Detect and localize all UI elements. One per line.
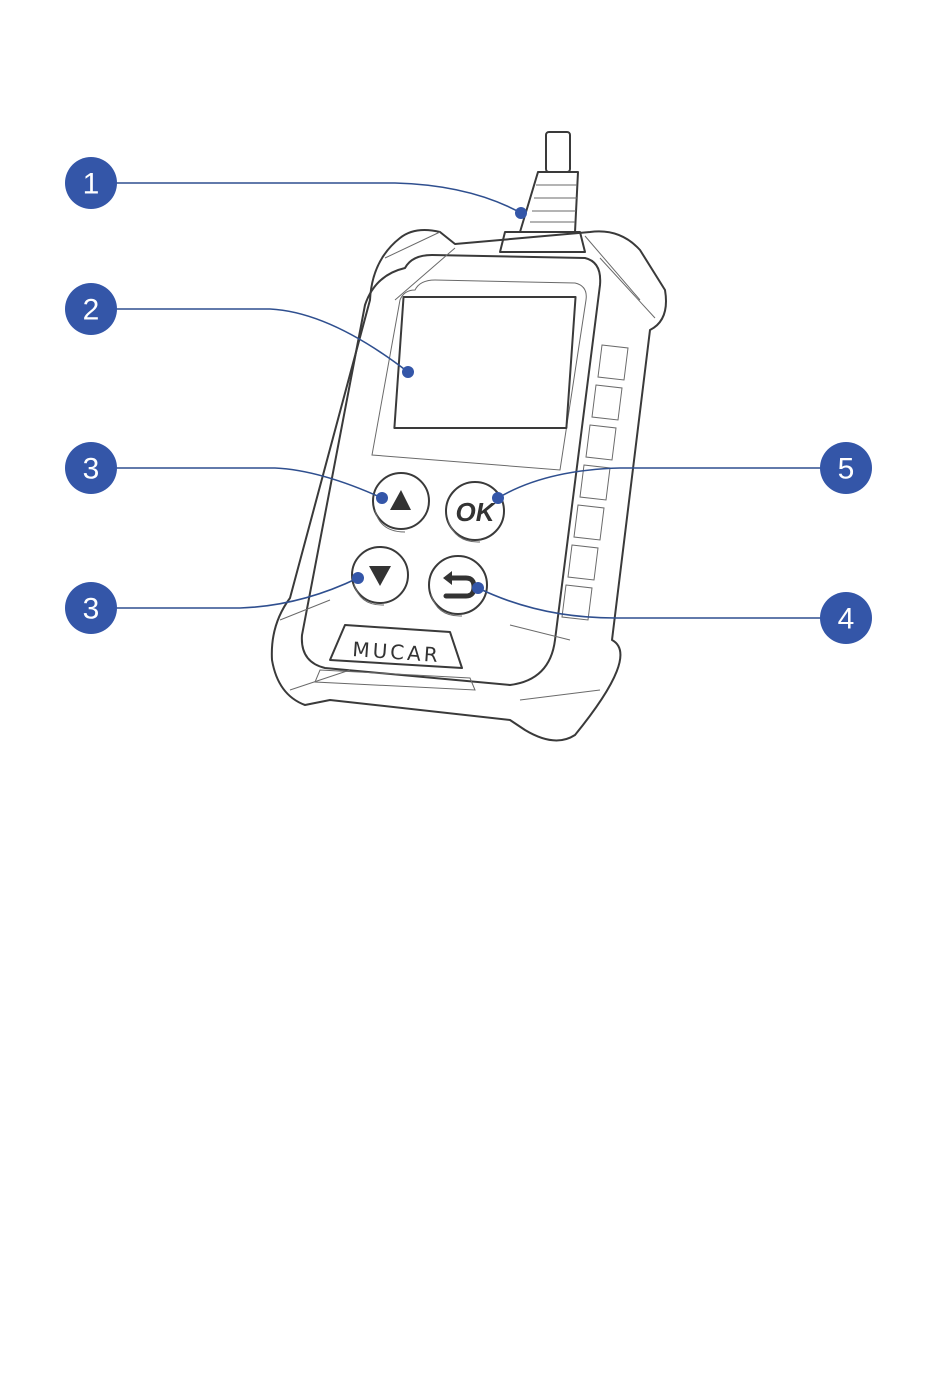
svg-text:3: 3 bbox=[83, 453, 100, 486]
leader-lines bbox=[112, 183, 822, 618]
up-arrow-icon bbox=[390, 490, 411, 510]
svg-text:1: 1 bbox=[83, 168, 100, 201]
svg-text:3: 3 bbox=[83, 593, 100, 626]
callout-3-down: 3 bbox=[65, 582, 117, 634]
svg-text:5: 5 bbox=[838, 453, 855, 486]
ok-button[interactable]: OK bbox=[446, 482, 504, 542]
svg-text:2: 2 bbox=[83, 294, 100, 327]
scanner-device bbox=[272, 230, 666, 740]
callout-2: 2 bbox=[65, 283, 117, 335]
down-arrow-icon bbox=[369, 566, 391, 586]
back-arrow-icon bbox=[443, 571, 474, 596]
callout-4: 4 bbox=[820, 592, 872, 644]
ok-button-label: OK bbox=[456, 497, 497, 527]
callout-1: 1 bbox=[65, 157, 117, 209]
svg-text:4: 4 bbox=[838, 603, 855, 636]
callout-5: 5 bbox=[820, 442, 872, 494]
lcd-screen bbox=[394, 297, 575, 428]
callout-3-up: 3 bbox=[65, 442, 117, 494]
